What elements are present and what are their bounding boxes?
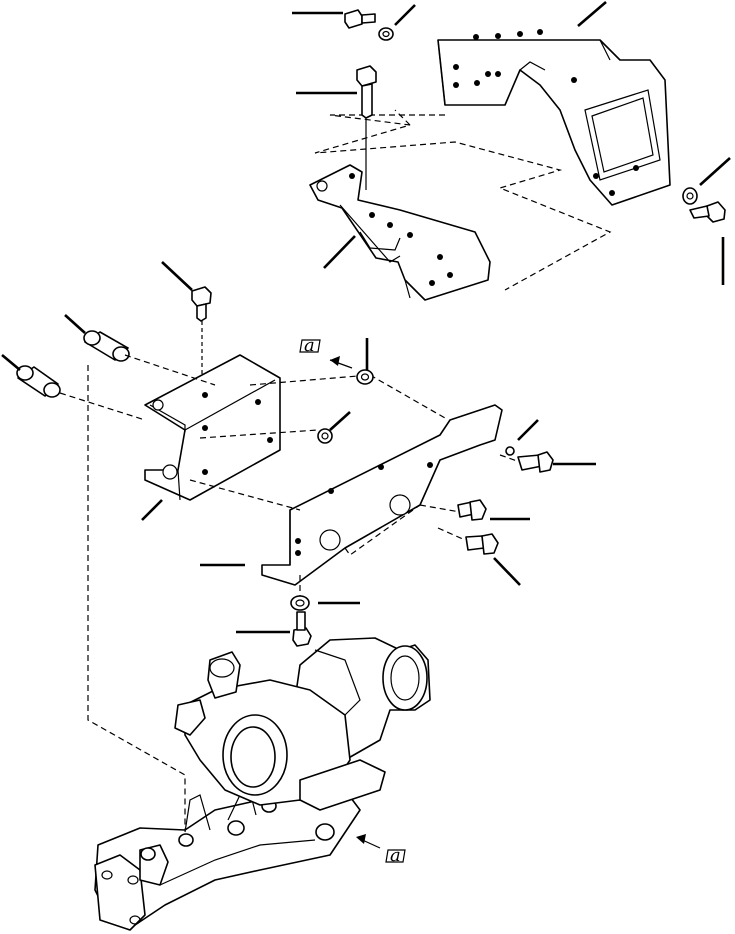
- exhaust-manifold: [94, 789, 361, 931]
- reference-arrow-upper: [299, 339, 353, 369]
- upper-long-bolt: [356, 65, 377, 190]
- middle-washer-2: [505, 446, 515, 456]
- reference-mark-upper: a: [304, 335, 315, 356]
- upper-support-bracket: [309, 164, 491, 301]
- spacer-sleeve-1: [83, 330, 130, 362]
- upper-leader-lines: [292, 1, 731, 285]
- upper-bolt-2: [689, 201, 726, 223]
- middle-bolt-right-2: [457, 499, 487, 521]
- turbocharger: [174, 637, 431, 811]
- middle-leader-lines: [1, 261, 596, 634]
- upper-washer-2: [682, 187, 698, 205]
- middle-mounting-plate: [261, 404, 503, 586]
- upper-bolt-1: [344, 9, 376, 29]
- middle-bolt-right-3: [465, 533, 499, 555]
- reference-arrow-lower: [356, 834, 406, 863]
- middle-washer-lower: [290, 595, 310, 611]
- reference-mark-lower: a: [390, 845, 401, 866]
- upper-bracket-dashed-outline: [314, 109, 612, 291]
- middle-dashed-guides: [59, 354, 521, 830]
- spacer-sleeve-2: [16, 365, 61, 398]
- middle-nut-1: [356, 369, 374, 385]
- middle-washer-1: [317, 428, 333, 444]
- middle-bolt-lower: [292, 611, 312, 647]
- middle-bolt-right-1: [517, 451, 554, 473]
- upper-washer-1: [378, 27, 394, 41]
- upper-mounting-bracket: [437, 29, 671, 206]
- middle-angle-bracket: [144, 354, 281, 501]
